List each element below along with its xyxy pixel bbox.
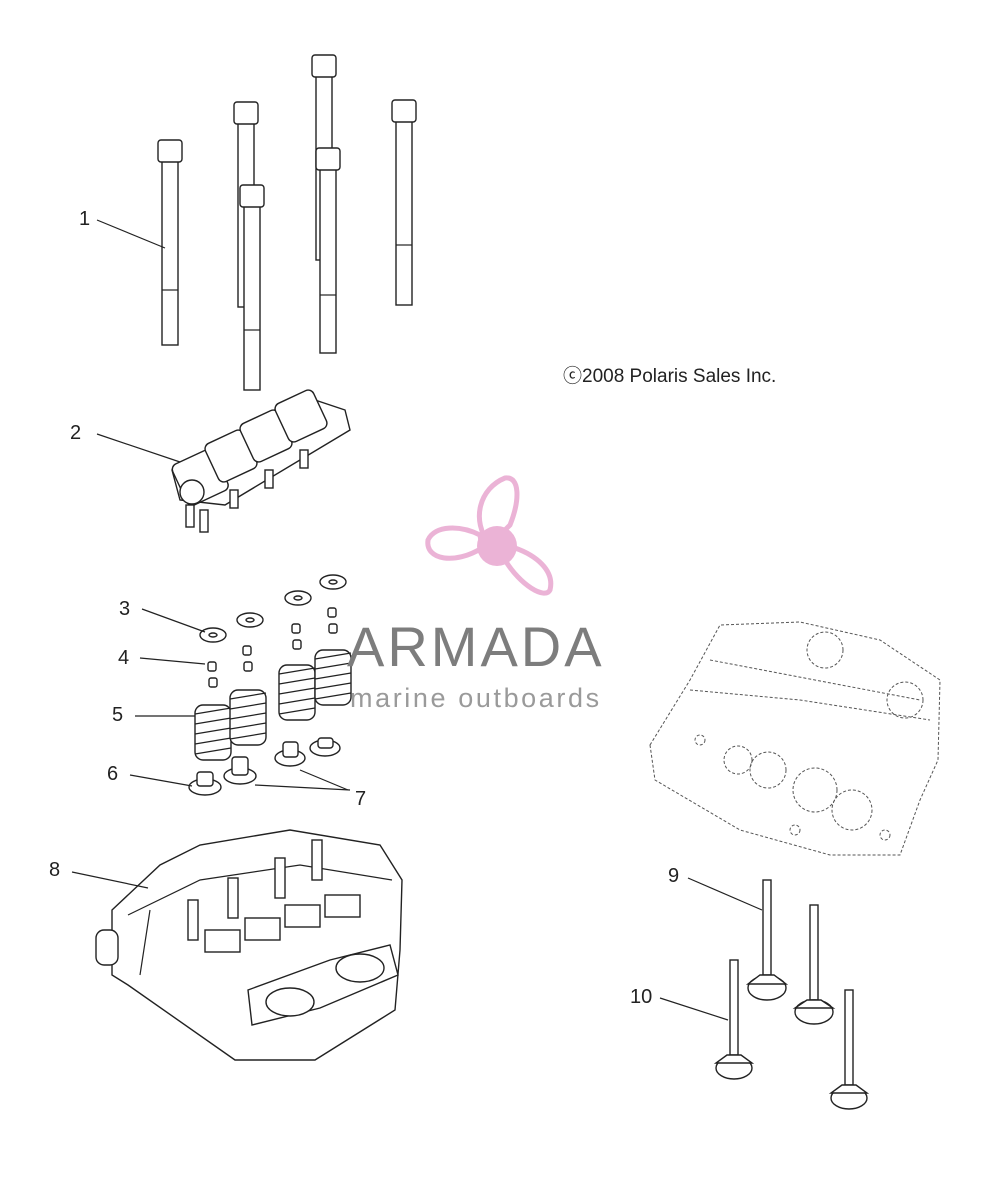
intake-exhaust-valves	[713, 879, 870, 1110]
valve-seals	[188, 737, 341, 796]
valve-springs	[194, 649, 352, 761]
callout-leaders	[71, 219, 763, 1021]
head-bolts	[157, 54, 417, 391]
watermark-tagline: marine outboards	[350, 683, 602, 713]
valve-spring-retainers	[199, 574, 347, 643]
callout-label-4: 4	[118, 647, 130, 669]
callout-label-7: 7	[355, 788, 367, 810]
rocker-arm-assembly	[171, 389, 351, 533]
cylinder-head	[95, 829, 403, 1061]
callout-label-1: 1	[79, 208, 91, 230]
cylinder-head-reference-outline	[649, 621, 941, 856]
callout-label-5: 5	[112, 704, 124, 726]
callout-label-3: 3	[119, 598, 131, 620]
callout-label-10: 10	[630, 986, 653, 1008]
callout-label-6: 6	[107, 763, 119, 785]
callout-label-2: 2	[70, 422, 82, 444]
callout-label-9: 9	[668, 865, 680, 887]
callout-label-8: 8	[49, 859, 61, 881]
copyright-notice: ⓒ2008 Polaris Sales Inc.	[563, 366, 777, 387]
valve-keepers	[207, 607, 338, 688]
propeller-logo-icon	[425, 475, 554, 596]
watermark-brand: ARMADA	[347, 615, 605, 678]
